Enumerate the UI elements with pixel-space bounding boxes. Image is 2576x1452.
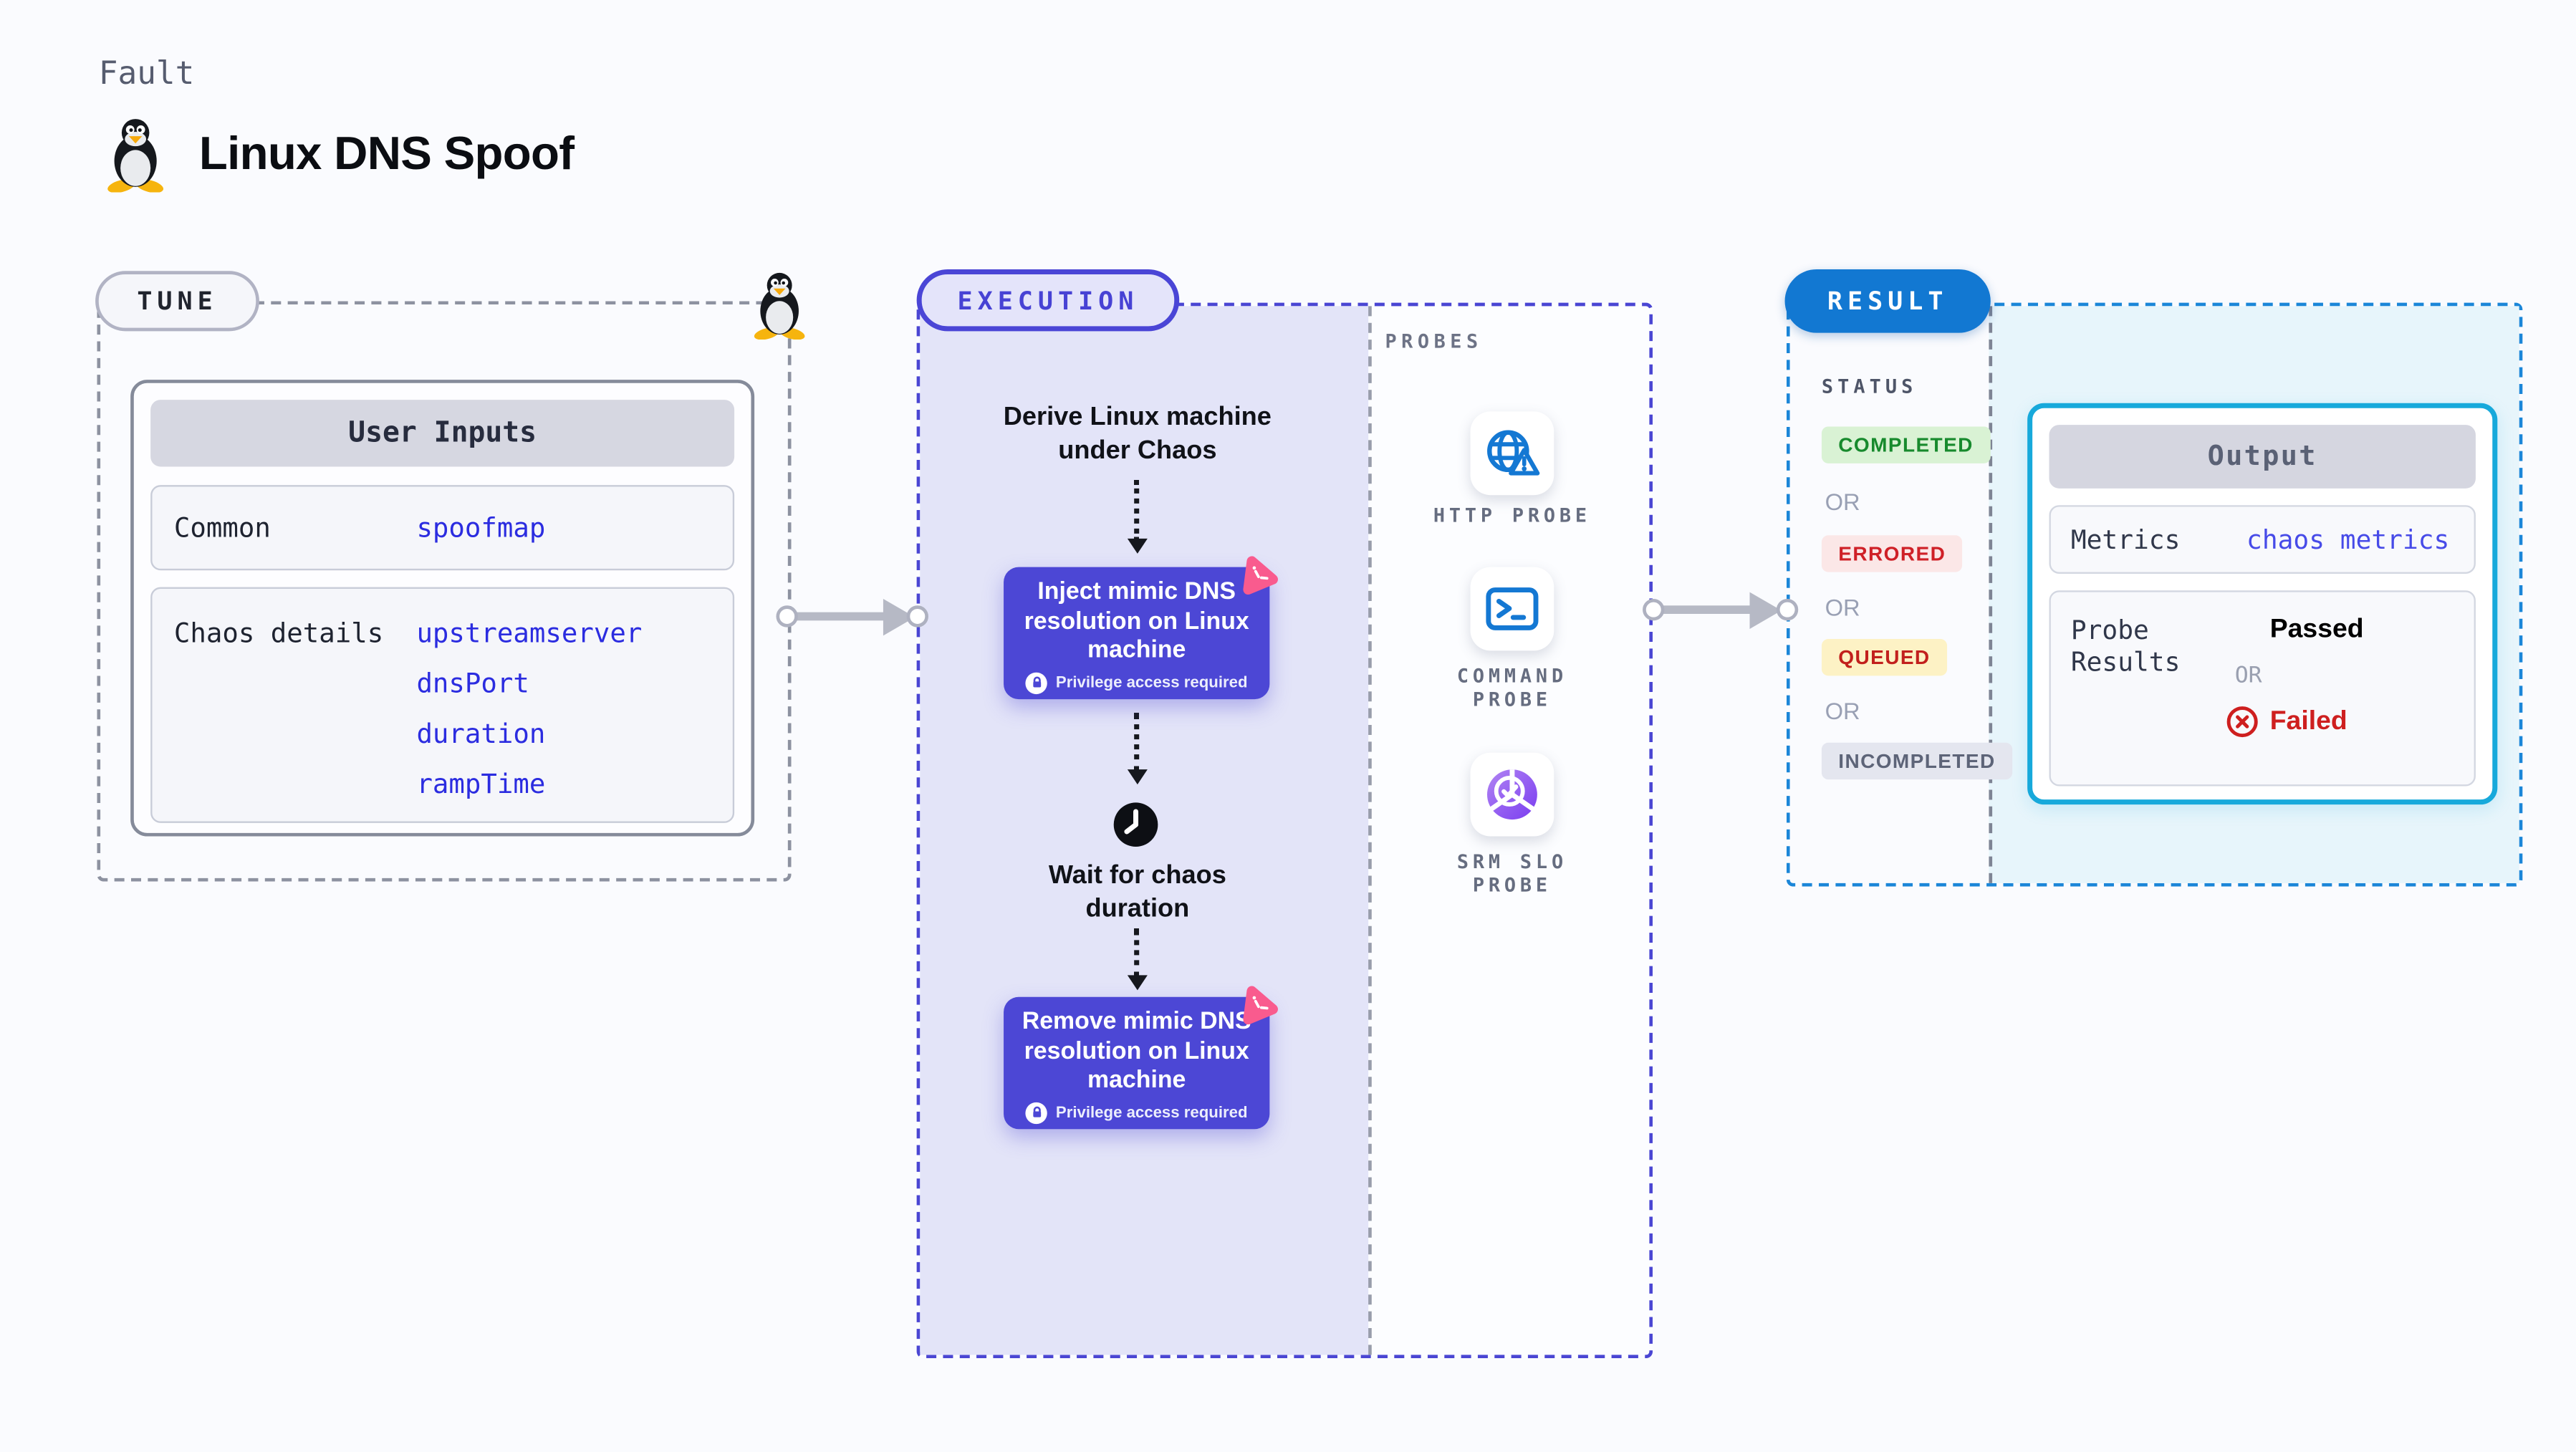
- chaos-details-values: upstreamserver dnsPort duration rampTime: [416, 617, 642, 822]
- lock-icon: [1025, 1101, 1048, 1124]
- output-card: Output Metrics chaos metrics Probe Resul…: [2027, 403, 2498, 805]
- or-label: OR: [1825, 697, 1860, 725]
- common-label: Common: [173, 511, 271, 544]
- failed-item: Failed: [2226, 706, 2364, 737]
- command-probe-label: COMMAND PROBE: [1456, 664, 1567, 711]
- probe-results-values: Passed OR Failed: [2226, 614, 2364, 738]
- status-badge-errored: ERRORED: [1821, 535, 1963, 572]
- passed-item: Passed: [2226, 614, 2364, 645]
- terminal-icon: [1484, 584, 1540, 634]
- clock-icon: [1112, 802, 1159, 848]
- linux-tux-icon: [104, 117, 168, 192]
- derive-step-label: Derive Linux machine under Chaos: [1003, 403, 1272, 464]
- inject-dns-node: Inject mimic DNS resolution on Linux mac…: [1004, 567, 1270, 700]
- chaos-experiment-icon: [1234, 551, 1284, 599]
- chaos-value: upstreamserver: [416, 617, 643, 650]
- privilege-note: Privilege access required: [1020, 1101, 1253, 1124]
- user-inputs-title: User Inputs: [150, 400, 735, 467]
- failed-label: Failed: [2269, 706, 2347, 736]
- tune-pill: TUNE: [95, 271, 259, 332]
- arrow-head-icon: [1749, 592, 1782, 629]
- or-label: OR: [1825, 488, 1860, 516]
- globe-warning-icon: [1482, 425, 1542, 481]
- execution-probes-divider: [1368, 306, 1372, 1355]
- result-pill: RESULT: [1784, 269, 1991, 333]
- remove-node-label: Remove mimic DNS resolution on Linux mac…: [1022, 1009, 1251, 1095]
- privilege-note: Privilege access required: [1020, 671, 1253, 693]
- chaos-details-row: Chaos details upstreamserver dnsPort dur…: [150, 587, 735, 823]
- http-probe-card: [1470, 411, 1554, 496]
- probe-results-row: Probe Results Passed OR Failed: [2049, 590, 2476, 787]
- probes-section-label: PROBES: [1385, 330, 1483, 353]
- result-section-box: STATUS COMPLETED OR ERRORED OR QUEUED OR…: [1786, 302, 2523, 887]
- check-circle-icon: [2226, 614, 2258, 645]
- status-badge-completed: COMPLETED: [1821, 426, 1991, 463]
- command-probe-card: [1470, 567, 1554, 651]
- flow-arrow-icon: [1126, 480, 1147, 554]
- http-probe-label: HTTP PROBE: [1433, 503, 1591, 527]
- srm-slo-probe-card: [1470, 752, 1554, 837]
- flow-arrow-icon: [1126, 712, 1147, 785]
- output-title: Output: [2049, 425, 2476, 489]
- or-label: OR: [1825, 593, 1860, 621]
- chaos-value: duration: [416, 717, 546, 750]
- connector-ring-icon: [1776, 598, 1799, 621]
- flow-arrow-icon: [1126, 928, 1147, 991]
- srm-slo-probe-label: SRM SLO PROBE: [1456, 850, 1567, 896]
- passed-label: Passed: [2269, 615, 2364, 643]
- common-value: spoofmap: [416, 511, 546, 544]
- lock-icon: [1025, 671, 1048, 693]
- connector-ring-icon: [906, 605, 928, 628]
- common-input-row: Common spoofmap: [150, 485, 735, 571]
- status-badge-queued: QUEUED: [1821, 639, 1947, 676]
- tune-to-execution-connector: [789, 612, 887, 621]
- status-section-label: STATUS: [1821, 375, 1918, 398]
- x-circle-icon: [2226, 706, 2258, 737]
- remove-dns-node: Remove mimic DNS resolution on Linux mac…: [1004, 996, 1270, 1130]
- result-divider: [1989, 306, 1993, 883]
- wait-step-label: Wait for chaos duration: [1048, 861, 1226, 923]
- probe-results-label: Probe Results: [2070, 615, 2181, 678]
- chaos-value: dnsPort: [416, 667, 529, 700]
- status-badge-incompleted: INCOMPLETED: [1821, 742, 2012, 780]
- execution-section-box: Derive Linux machine under Chaos Inject …: [916, 302, 1653, 1359]
- chaos-details-label: Chaos details: [173, 617, 384, 650]
- metrics-value: chaos metrics: [2246, 524, 2450, 555]
- fault-kicker: Fault: [98, 55, 195, 92]
- chaos-experiment-icon: [1234, 981, 1284, 1029]
- pie-check-icon: [1484, 766, 1540, 822]
- tune-section-box: [97, 301, 792, 882]
- execution-to-result-connector: [1659, 605, 1754, 614]
- chaos-value: rampTime: [416, 767, 546, 800]
- page-title: Linux DNS Spoof: [198, 127, 575, 179]
- metrics-row: Metrics chaos metrics: [2049, 505, 2476, 574]
- or-label: OR: [2234, 662, 2262, 690]
- linux-tux-small-icon: [751, 271, 807, 340]
- connector-ring-icon: [1643, 598, 1665, 621]
- connector-ring-icon: [776, 605, 798, 628]
- inject-node-label: Inject mimic DNS resolution on Linux mac…: [1024, 578, 1249, 665]
- user-inputs-card: User Inputs Common spoofmap Chaos detail…: [130, 380, 755, 837]
- execution-pill: EXECUTION: [916, 269, 1180, 332]
- metrics-label: Metrics: [2070, 524, 2181, 555]
